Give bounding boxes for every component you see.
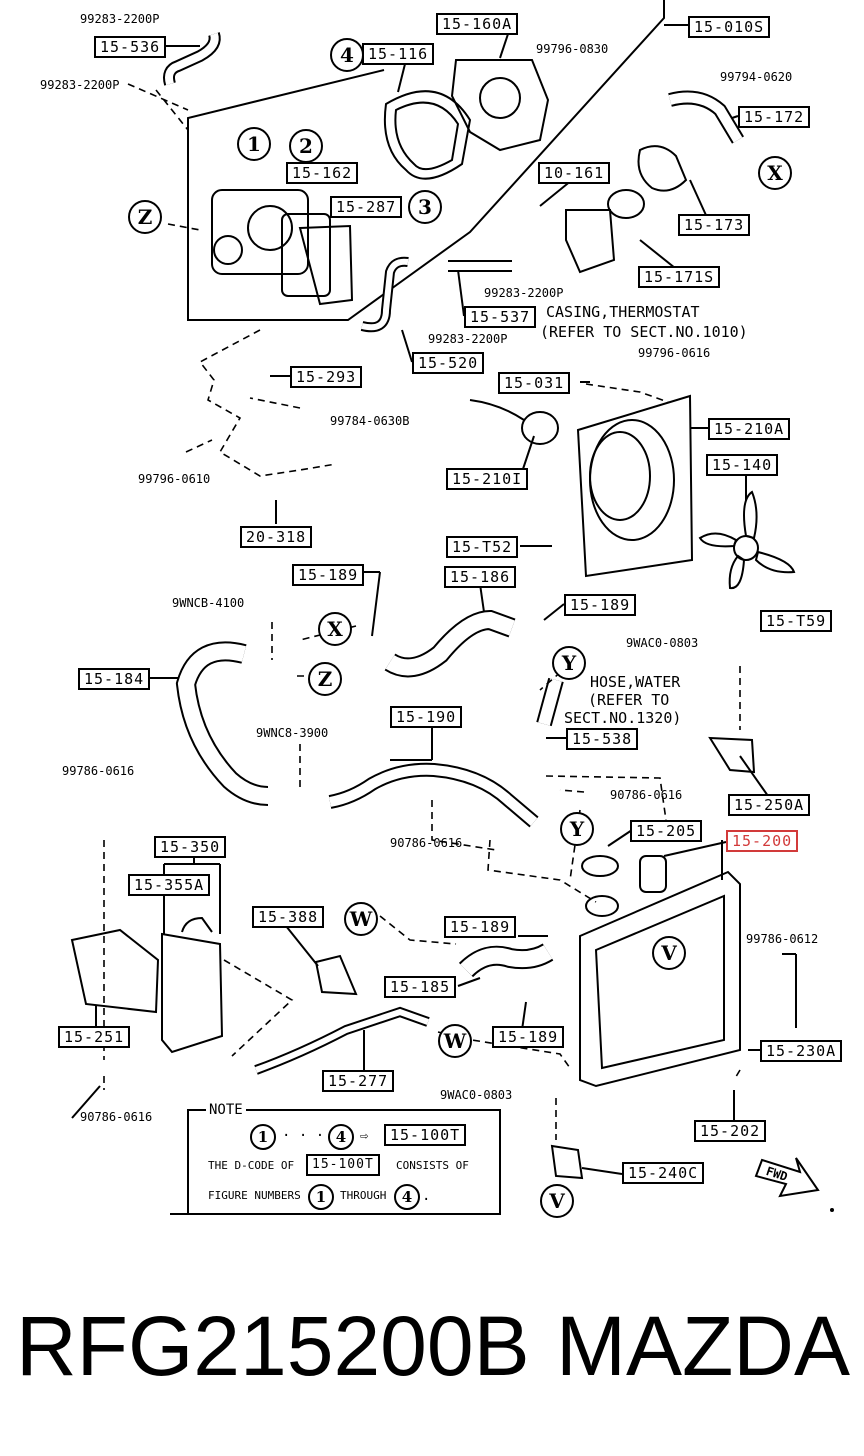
callout-15-350[interactable]: 15-350 <box>154 836 227 858</box>
note-arrow: ⇨ <box>360 1128 369 1144</box>
part-number-label: 9WAC0-0803 <box>626 636 699 650</box>
callout-15-T52[interactable]: 15-T52 <box>446 536 519 558</box>
caption-brand: MAZDA <box>556 1299 850 1393</box>
callout-15-116[interactable]: 15-116 <box>362 43 435 65</box>
marker-y: Y <box>552 646 586 680</box>
callout-15-355A[interactable]: 15-355A <box>128 874 211 896</box>
callout-15-160A[interactable]: 15-160A <box>436 13 519 35</box>
marker-4: 4 <box>330 38 364 72</box>
note-line3-marker-1: 1 <box>308 1184 334 1210</box>
part-number-label: 90786-0616 <box>390 836 463 850</box>
callout-15-162[interactable]: 15-162 <box>286 162 359 184</box>
marker-y: Y <box>560 812 594 846</box>
note-marker-4: 4 <box>328 1124 354 1150</box>
part-number-label: 99796-0830 <box>536 42 609 56</box>
callout-20-318[interactable]: 20-318 <box>240 526 313 548</box>
marker-3: 3 <box>408 190 442 224</box>
marker-v: V <box>652 936 686 970</box>
marker-v: V <box>540 1184 574 1218</box>
note-marker-1: 1 <box>250 1124 276 1150</box>
callout-15-172[interactable]: 15-172 <box>738 106 811 128</box>
callout-15-538[interactable]: 15-538 <box>566 728 639 750</box>
callout-15-251[interactable]: 15-251 <box>58 1026 131 1048</box>
callout-15-520[interactable]: 15-520 <box>412 352 485 374</box>
note-line3-marker-4: 4 <box>394 1184 420 1210</box>
casing-thermostat-ref: (REFER TO SECT.NO.1010) <box>540 323 748 341</box>
part-number-label: 99784-0630B <box>330 414 410 428</box>
note-line3-end: . <box>422 1188 431 1204</box>
part-number-label: 99786-0616 <box>62 764 135 778</box>
callout-15-388[interactable]: 15-388 <box>252 906 325 928</box>
callout-15-189-a[interactable]: 15-189 <box>292 564 365 586</box>
marker-z: Z <box>308 662 342 696</box>
part-number-label: 99796-0610 <box>138 472 211 486</box>
callout-15-184[interactable]: 15-184 <box>78 668 151 690</box>
callout-15-T59[interactable]: 15-T59 <box>760 610 833 632</box>
note-line2-a: THE D-CODE OF <box>208 1159 295 1172</box>
callout-15-210A[interactable]: 15-210A <box>708 418 791 440</box>
callout-15-230A[interactable]: 15-230A <box>760 1040 843 1062</box>
part-number-label: 9WNCB-4100 <box>172 596 245 610</box>
callout-15-240C[interactable]: 15-240C <box>622 1162 705 1184</box>
casing-thermostat-note: CASING,THERMOSTAT <box>546 303 700 321</box>
part-number-label: 9WNC8-3900 <box>256 726 329 740</box>
marker-w: W <box>344 902 378 936</box>
pump-group-outline <box>187 0 665 321</box>
callout-15-537[interactable]: 15-537 <box>464 306 537 328</box>
note-code-box: 15-100T <box>384 1124 467 1146</box>
part-number-label: 99794-0620 <box>720 70 793 84</box>
callout-15-186[interactable]: 15-186 <box>444 566 517 588</box>
marker-x: X <box>758 156 792 190</box>
callout-15-140[interactable]: 15-140 <box>706 454 779 476</box>
marker-z: Z <box>128 200 162 234</box>
note-line2-b: CONSISTS OF <box>396 1159 469 1172</box>
note-title: NOTE <box>206 1102 246 1118</box>
marker-x: X <box>318 612 352 646</box>
marker-1: 1 <box>237 127 271 161</box>
note-line3-a: FIGURE NUMBERS <box>208 1189 301 1202</box>
callout-15-210I[interactable]: 15-210I <box>446 468 529 490</box>
callout-15-189-c[interactable]: 15-189 <box>444 916 517 938</box>
callout-15-190[interactable]: 15-190 <box>390 706 463 728</box>
callout-15-536[interactable]: 15-536 <box>94 36 167 58</box>
part-number-label: 9WAC0-0803 <box>440 1088 513 1102</box>
callout-15-202[interactable]: 15-202 <box>694 1120 767 1142</box>
part-number-label: 99283-2200P <box>428 332 508 346</box>
part-number-label: 99796-0616 <box>638 346 711 360</box>
callout-15-277[interactable]: 15-277 <box>322 1070 395 1092</box>
hose-water-note: HOSE,WATER <box>590 673 681 691</box>
hose-water-ref: (REFER TO <box>588 691 670 709</box>
callout-15-173[interactable]: 15-173 <box>678 214 751 236</box>
note-dots: · · · <box>282 1128 325 1144</box>
callout-15-287[interactable]: 15-287 <box>330 196 403 218</box>
callout-15-189-b[interactable]: 15-189 <box>564 594 637 616</box>
marker-w: W <box>438 1024 472 1058</box>
part-number-label: 99283-2200P <box>40 78 120 92</box>
dashed-leader-1 <box>127 83 189 111</box>
callout-15-189-d[interactable]: 15-189 <box>492 1026 565 1048</box>
part-number-label: 90786-0616 <box>610 788 683 802</box>
callout-15-250A[interactable]: 15-250A <box>728 794 811 816</box>
callout-15-031[interactable]: 15-031 <box>498 372 571 394</box>
part-number-label: 99283-2200P <box>484 286 564 300</box>
callout-15-010S[interactable]: 15-010S <box>688 16 771 38</box>
callout-15-185[interactable]: 15-185 <box>384 976 457 998</box>
part-number-label: 99283-2200P <box>80 12 160 26</box>
callout-15-293[interactable]: 15-293 <box>290 366 363 388</box>
callout-15-171S[interactable]: 15-171S <box>638 266 721 288</box>
callout-15-200[interactable]: 15-200 <box>726 830 799 852</box>
note-line3-b: THROUGH <box>340 1189 387 1202</box>
callout-10-161[interactable]: 10-161 <box>538 162 611 184</box>
callout-15-205[interactable]: 15-205 <box>630 820 703 842</box>
part-number-label: 90786-0616 <box>80 1110 153 1124</box>
caption-part-number: RFG215200B <box>16 1299 530 1393</box>
marker-2: 2 <box>289 129 323 163</box>
hose-water-sect: SECT.NO.1320) <box>564 709 682 727</box>
part-number-label: 99786-0612 <box>746 932 819 946</box>
note-line2-code: 15-100T <box>306 1154 380 1176</box>
